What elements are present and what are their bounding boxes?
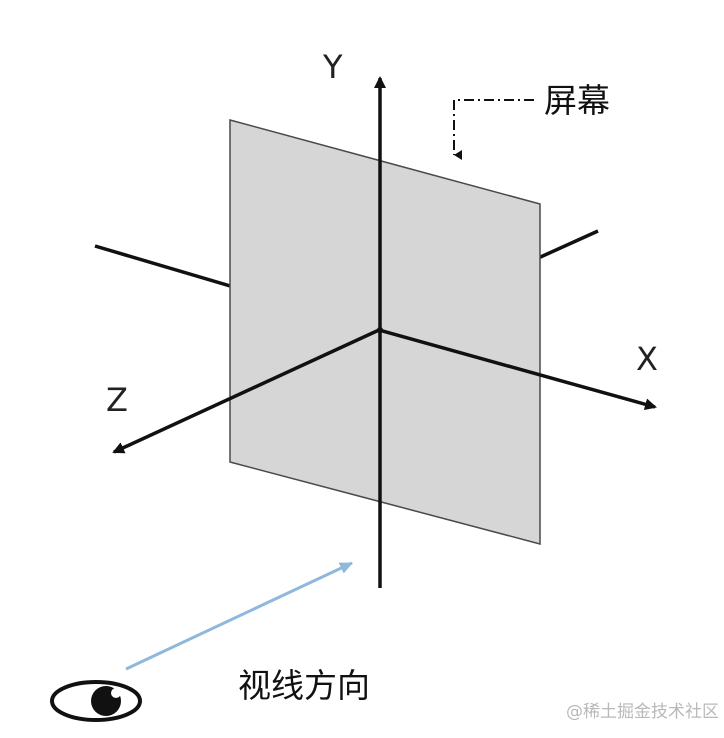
view-direction-arrow bbox=[125, 561, 353, 671]
x-axis bbox=[378, 328, 657, 411]
watermark: @稀土掘金技术社区 bbox=[566, 702, 719, 722]
view-direction-label: 视线方向 bbox=[238, 666, 370, 705]
y-axis-label: Y bbox=[322, 48, 343, 86]
z-axis bbox=[112, 328, 380, 454]
origin-point bbox=[377, 327, 383, 333]
screen-pointer-line bbox=[453, 99, 534, 160]
z-axis-label: Z bbox=[106, 381, 128, 419]
x-axis-label: X bbox=[636, 340, 658, 378]
eye-icon bbox=[50, 680, 142, 722]
screen-label: 屏幕 bbox=[544, 81, 610, 120]
